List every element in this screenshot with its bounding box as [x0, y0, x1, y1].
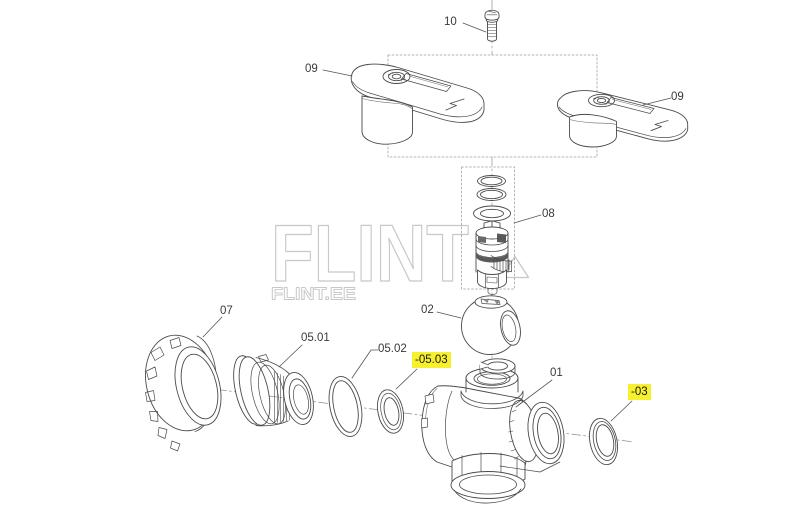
part-end-connector — [233, 354, 314, 427]
part-label-10: 10 — [444, 16, 457, 28]
part-handle-left — [350, 63, 485, 145]
part-seal-mid — [376, 389, 405, 434]
part-oring-large — [328, 376, 363, 437]
leader-08 — [513, 214, 542, 224]
watermark-title: FLINT — [271, 209, 469, 299]
leader-01 — [515, 379, 553, 408]
part-label-05-02: 05.02 — [378, 343, 407, 355]
watermark-subtitle: FLINT.EE — [271, 284, 356, 304]
part-handle-right — [557, 90, 689, 148]
part-label-09-right: 09 — [671, 91, 684, 103]
part-union-nut — [145, 334, 222, 452]
part-label-05-01: 05.01 — [301, 332, 330, 344]
part-seal-right — [588, 417, 619, 466]
leader-03 — [610, 400, 633, 422]
leader-10 — [462, 22, 487, 33]
part-screw — [484, 9, 500, 42]
part-label-07: 07 — [220, 305, 233, 317]
part-label-05-03-highlighted: -05.03 — [412, 352, 451, 368]
part-label-08: 08 — [542, 208, 555, 220]
leader-09-right — [642, 97, 672, 106]
part-ball — [461, 295, 521, 355]
leader-05-01 — [278, 344, 303, 368]
part-label-02: 02 — [421, 304, 434, 316]
watermark: FLINT FLINT.EE — [270, 208, 530, 304]
leader-05-03 — [395, 368, 418, 390]
part-label-09-left: 09 — [305, 63, 318, 75]
leader-07 — [202, 316, 223, 338]
part-stem-assembly — [473, 175, 512, 295]
leader-02 — [436, 311, 462, 319]
part-label-03-highlighted: -03 — [628, 384, 651, 400]
leader-lines — [202, 22, 672, 422]
leader-05-02 — [351, 349, 379, 379]
part-valve-body — [421, 358, 565, 504]
part-label-01: 01 — [550, 367, 563, 379]
leader-09-left — [322, 69, 353, 77]
